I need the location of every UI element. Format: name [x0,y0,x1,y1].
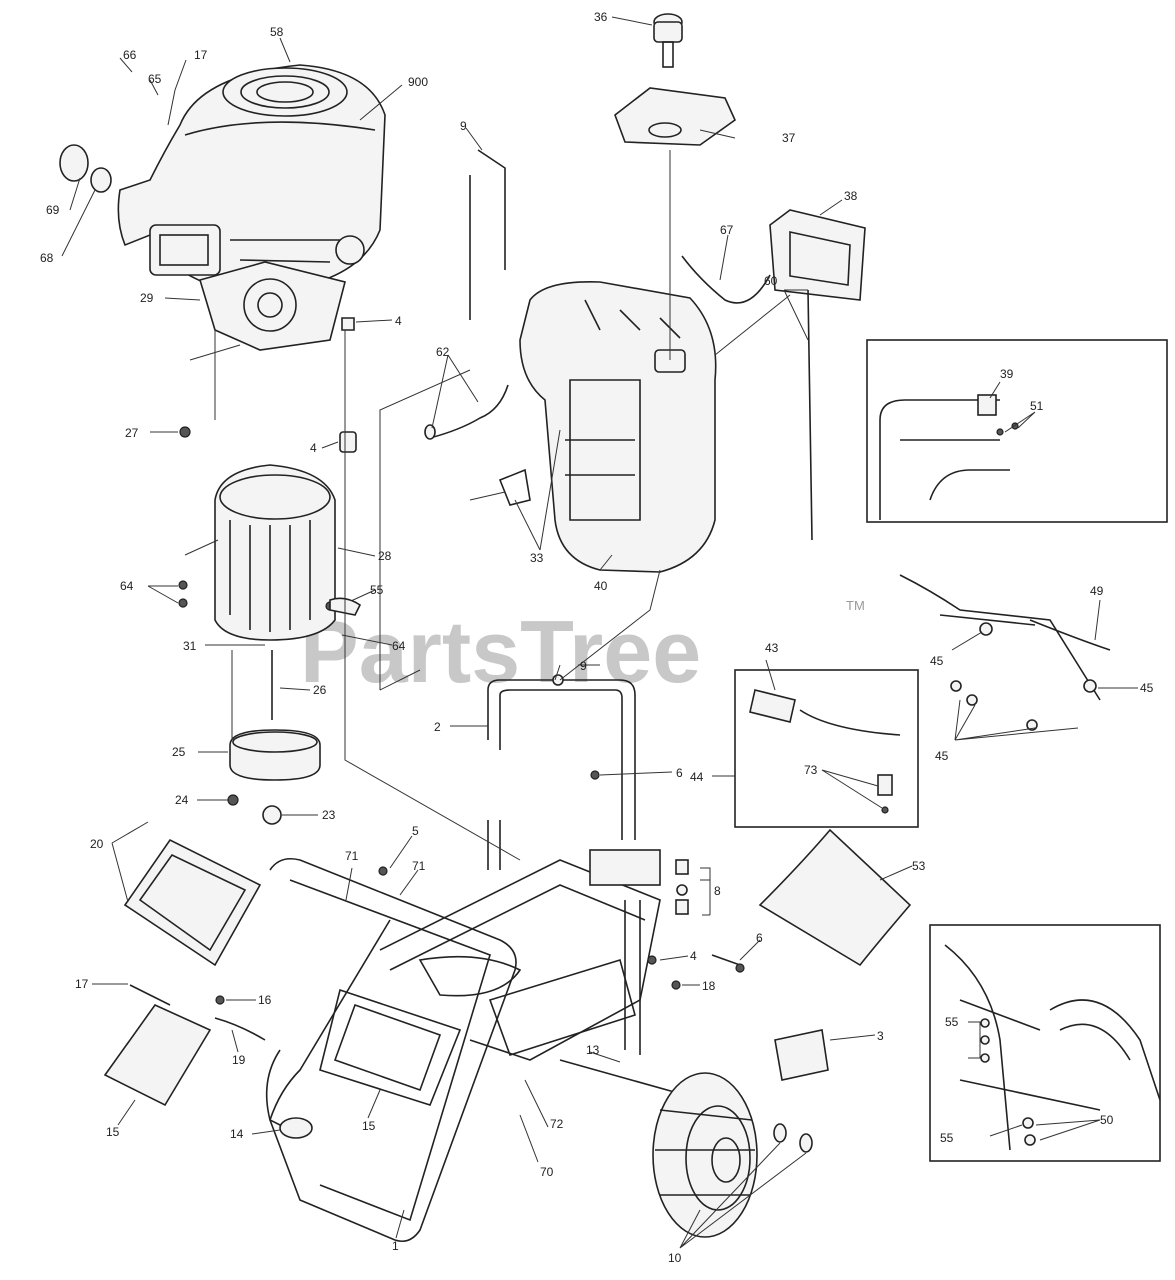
callout-19: 19 [232,1053,246,1067]
callout-25: 25 [172,745,186,759]
callout-900: 900 [408,75,428,89]
bolt-6 [711,954,741,966]
callout-24: 24 [175,793,189,807]
callout-17-lower: 17 [75,977,89,991]
fuel-strainer [614,87,737,146]
main-frame [265,820,661,1243]
callout-45-lower: 45 [935,749,949,763]
callout-50: 50 [1100,1113,1114,1127]
callout-29: 29 [140,291,154,305]
callout-58: 58 [270,25,284,39]
callout-69: 69 [46,203,60,217]
callout-labels: 36 58 66 17 65 900 37 9 69 68 38 67 4 62… [40,10,1154,1265]
callout-13: 13 [586,1043,600,1057]
callout-5: 5 [412,824,419,838]
callout-64-right: 64 [392,639,406,653]
wheel-assembly [652,1072,758,1238]
upper-handle [487,679,636,840]
callout-65: 65 [148,72,162,86]
callout-8: 8 [714,884,721,898]
callout-9-lower: 9 [580,659,587,673]
frame-cover [758,828,912,967]
end-bell [229,729,321,781]
callout-70: 70 [540,1165,554,1179]
callout-45-right: 45 [1140,681,1154,695]
callout-66: 66 [123,48,137,62]
inset-bottom-right [929,924,1161,1162]
callout-71-right: 71 [412,859,426,873]
callout-43: 43 [765,641,779,655]
callout-44: 44 [690,770,704,784]
panel-20 [123,838,262,967]
callout-62: 62 [436,345,450,359]
handle-cable [1029,619,1111,651]
callout-68: 68 [40,251,54,265]
callout-17: 17 [194,48,208,62]
callout-38: 38 [844,189,858,203]
inset-top-right [866,339,1168,523]
callout-67: 67 [720,223,734,237]
callout-27: 27 [125,426,139,440]
callout-6-upper: 6 [676,766,683,780]
spring-19 [214,1017,266,1041]
callout-15-center: 15 [362,1119,376,1133]
callout-49: 49 [1090,584,1104,598]
callout-36: 36 [594,10,608,24]
callout-26: 26 [313,683,327,697]
callout-55-lower: 55 [940,1131,954,1145]
callout-39: 39 [1000,367,1014,381]
hose-62 [429,384,509,439]
control-panel [769,209,866,301]
callout-40: 40 [594,579,608,593]
callout-60: 60 [764,274,778,288]
engine-assembly [59,64,386,291]
frame-section-right [899,574,1101,701]
callout-64-left: 64 [120,579,134,593]
bracket-17 [129,984,171,1006]
callout-4-mid: 4 [310,441,317,455]
callout-4-top: 4 [395,314,402,328]
wheel-bracket [774,1029,829,1081]
callout-2: 2 [434,720,441,734]
fuel-tank [519,281,717,573]
callout-16: 16 [258,993,272,1007]
fuel-cap [653,13,683,68]
callout-23: 23 [322,808,336,822]
stator-housing [214,464,336,641]
callout-73: 73 [804,763,818,777]
callout-55-upper: 55 [370,583,384,597]
callout-3: 3 [877,1029,884,1043]
hose-9 [469,149,506,320]
rod-60 [807,289,813,541]
callout-28: 28 [378,549,392,563]
callout-18: 18 [702,979,716,993]
callout-53: 53 [912,859,926,873]
callout-1: 1 [392,1239,399,1253]
callout-37: 37 [782,131,796,145]
watermark-trademark: TM [846,598,865,613]
guard-15 [103,1003,212,1107]
callout-4-lower: 4 [690,949,697,963]
callout-10: 10 [668,1251,682,1265]
callout-14: 14 [230,1127,244,1141]
watermark-text: PartsTree [300,602,701,701]
axle [559,1059,686,1096]
callout-31: 31 [183,639,197,653]
rubber-foot [279,1117,313,1139]
callout-71-left: 71 [345,849,359,863]
muffler-guard-icon [59,144,89,182]
callout-51: 51 [1030,399,1044,413]
inset-middle [734,669,919,828]
callout-45-upper: 45 [930,654,944,668]
callout-9: 9 [460,119,467,133]
callout-55-inset: 55 [945,1015,959,1029]
callout-20: 20 [90,837,104,851]
callout-15-left: 15 [106,1125,120,1139]
callout-72: 72 [550,1117,564,1131]
wire-harness [681,255,771,304]
callout-6-lower: 6 [756,931,763,945]
callout-33: 33 [530,551,544,565]
